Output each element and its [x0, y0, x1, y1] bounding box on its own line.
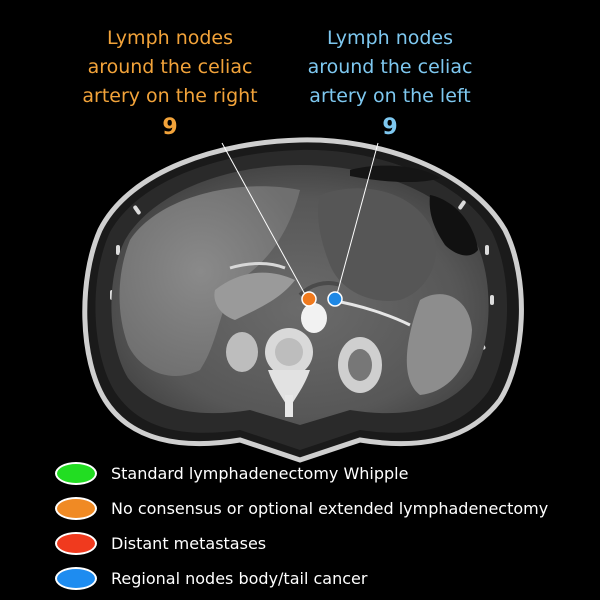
legend-swatch-red [55, 532, 97, 555]
callout-right-line-3: artery on the right [82, 85, 258, 107]
legend-item: Standard lymphadenectomy Whipple [55, 456, 548, 491]
callout-right-line-1: Lymph nodes [106, 27, 234, 49]
legend-item: Regional nodes body/tail cancer [55, 561, 548, 596]
legend-label: Standard lymphadenectomy Whipple [111, 464, 409, 483]
legend-swatch-orange [55, 497, 97, 520]
callout-left-station-number: 9 [382, 115, 398, 140]
legend-swatch-blue [55, 567, 97, 590]
callout-right-station-number: 9 [162, 115, 178, 140]
legend-item: Distant metastases [55, 526, 548, 561]
legend-label: Regional nodes body/tail cancer [111, 569, 368, 588]
callout-left: Lymph nodes around the celiac artery on … [290, 24, 490, 142]
leader-line-right [221, 142, 308, 299]
node-marker-right [301, 291, 317, 307]
callout-left-line-1: Lymph nodes [326, 27, 454, 49]
legend-label: No consensus or optional extended lympha… [111, 499, 549, 518]
legend-label: Distant metastases [111, 534, 267, 553]
legend-item: No consensus or optional extended lympha… [55, 491, 548, 526]
node-marker-left [327, 291, 343, 307]
legend: Standard lymphadenectomy Whipple No cons… [55, 456, 548, 596]
leader-line-left [335, 142, 379, 299]
callout-right-line-2: around the celiac [87, 56, 253, 78]
callout-left-line-2: around the celiac [307, 56, 473, 78]
legend-swatch-green [55, 462, 97, 485]
callout-left-line-3: artery on the left [309, 85, 471, 107]
callout-right: Lymph nodes around the celiac artery on … [70, 24, 270, 142]
